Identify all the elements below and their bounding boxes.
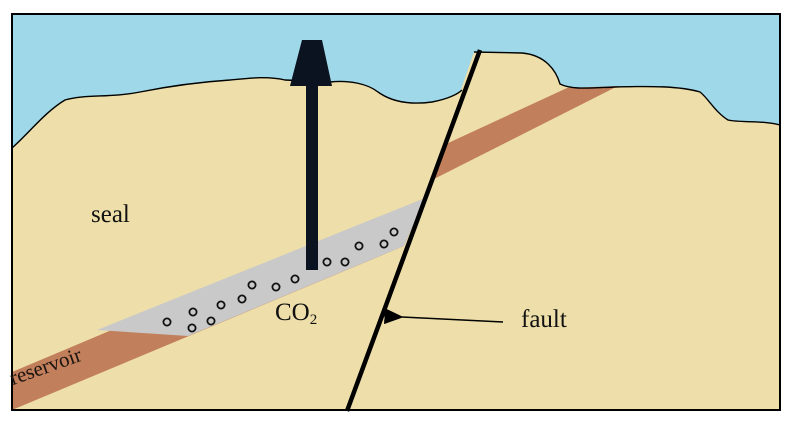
- co2-bubbles: [162, 227, 399, 333]
- co2-bubble-icon: [389, 227, 399, 237]
- co2-bubble-icon: [379, 239, 389, 249]
- co2-bubble-icon: [188, 307, 198, 317]
- diagram-frame: [11, 13, 781, 411]
- left-surface-outline: [11, 77, 463, 149]
- co2-bubble-icon: [247, 280, 257, 290]
- co2-bubble-icon: [206, 316, 216, 326]
- co2-bubble-icon: [354, 241, 364, 251]
- arrow-left-icon: [384, 308, 504, 325]
- co2-label: CO2: [275, 300, 317, 328]
- co2-bubble-icon: [271, 282, 281, 292]
- co2-plume: [97, 198, 425, 336]
- fault-line: [344, 49, 483, 412]
- co2-bubble-icon: [340, 257, 350, 267]
- co2-bubble-icon: [237, 294, 247, 304]
- co2-bubble-icon: [322, 257, 332, 267]
- co2-bubble-icon: [290, 274, 300, 284]
- co2-bubble-icon: [187, 323, 197, 333]
- co2-bubble-icon: [216, 300, 226, 310]
- seal-label: seal: [91, 201, 130, 228]
- right-surface-outline: [473, 51, 781, 126]
- fault-label: fault: [521, 306, 567, 333]
- reservoir-layer-right: [432, 86, 618, 180]
- co2-label-main: CO: [275, 299, 310, 326]
- injection-well-icon: [290, 40, 332, 270]
- co2-label-subscript: 2: [309, 312, 318, 328]
- co2-bubble-icon: [162, 317, 172, 327]
